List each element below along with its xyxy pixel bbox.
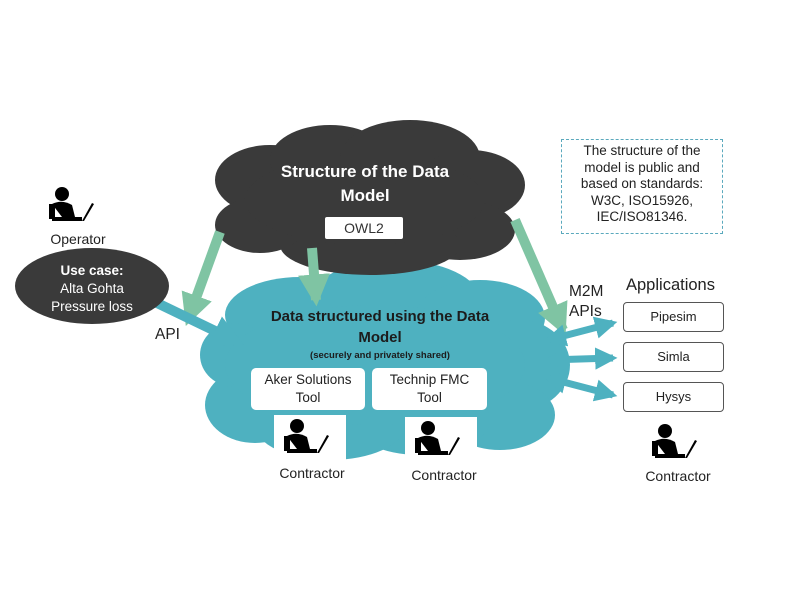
arrow-structure-to-data [298,247,330,307]
data-cloud-subtitle: (securely and privately shared) [310,350,450,361]
arrow-data-hysys [543,371,618,402]
contractor-1-person-icon [274,415,346,461]
use-case-line2: Pressure loss [51,299,133,314]
applications-heading: Applications [626,276,715,294]
m2m-apis-label: M2M APIs [569,282,603,322]
use-case-title: Use case: [60,263,124,278]
arrow-api-to-data [152,297,244,347]
arrow-data-simla [543,347,618,371]
m2m-line1: M2M [569,283,604,300]
note-line5: IEC/ISO81346. [596,209,688,224]
app-hysys: Hysys [623,382,724,412]
operator-person-icon [49,187,94,221]
note-line1: The structure of the [583,143,701,158]
structure-cloud-title: Structure of the Data Model [250,160,480,208]
contractor-3-person-icon [652,424,697,458]
arrow-data-pipesim [543,316,618,347]
contractor-1-label: Contractor [279,465,345,481]
aker-tool-line2: Tool [295,390,321,405]
arrow-structure-to-api [181,230,225,327]
use-case-text: Use case: Alta Gohta Pressure loss [30,262,154,316]
m2m-line2: APIs [569,303,602,320]
structure-title-line1: Structure of the Data [280,162,450,181]
structure-title-line2: Model [340,186,390,205]
note-line4: W3C, ISO15926, [590,192,694,208]
note-line3: based on standards: [580,176,704,191]
technip-fmc-tool: Technip FMC Tool [372,368,487,410]
use-case-ellipse [15,248,169,324]
standards-note: The structure of the model is public and… [561,139,723,234]
structure-cloud-shape [215,120,525,275]
owl2-label: OWL2 [325,217,403,239]
aker-solutions-tool: Aker Solutions Tool [251,368,365,410]
api-label: API [155,326,180,343]
data-title-line1: Data structured using the Data [270,308,490,325]
app-simla: Simla [623,342,724,372]
technip-tool-line1: Technip FMC [389,372,470,387]
contractor-3-label: Contractor [645,468,711,484]
contractor-2-person-icon [405,417,477,463]
technip-tool-line2: Tool [417,390,442,405]
operator-label: Operator [50,231,106,247]
note-line2: model is public and [584,159,700,175]
arrow-structure-to-m2m [510,218,568,336]
data-title-line2: Model [358,329,402,346]
use-case-line1: Alta Gohta [60,281,124,296]
contractor-2-label: Contractor [411,467,477,483]
app-pipesim: Pipesim [623,302,724,332]
aker-tool-line1: Aker Solutions [264,372,352,387]
data-cloud-title: Data structured using the Data Model [255,306,505,348]
